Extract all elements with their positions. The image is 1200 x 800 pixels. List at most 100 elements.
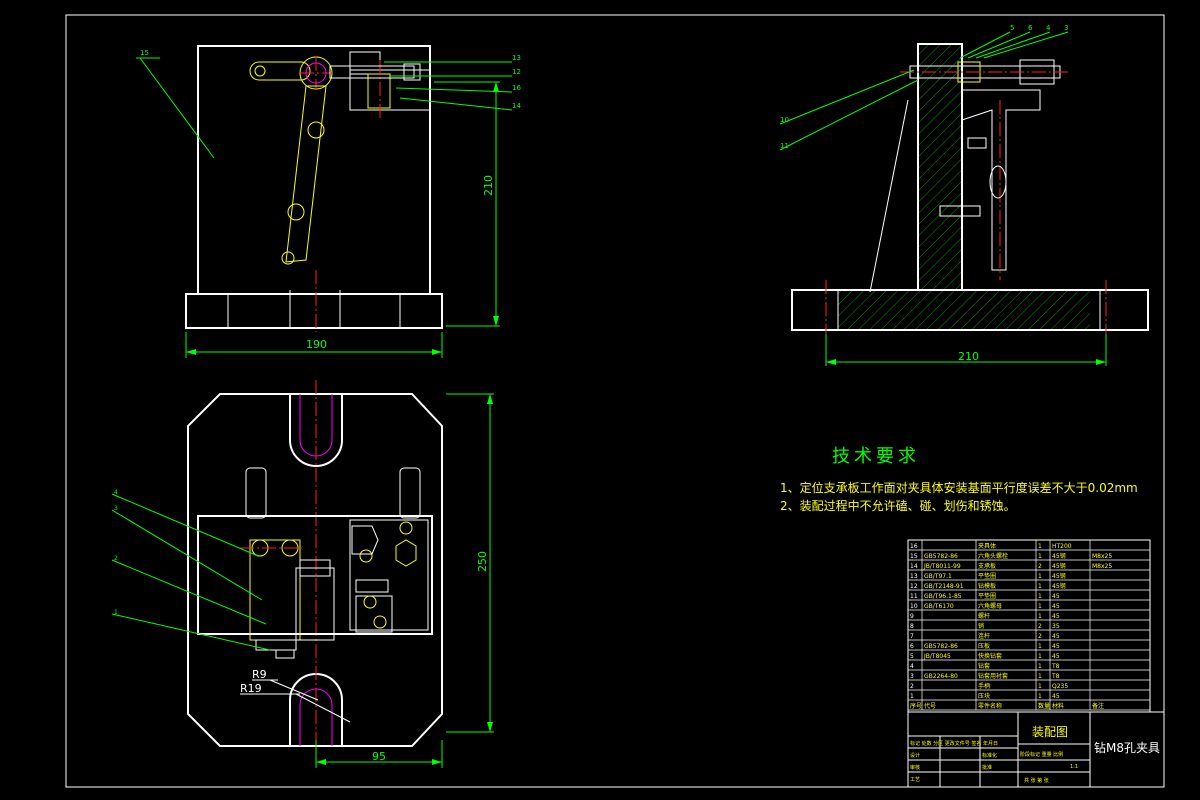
bom-header-note: 备注 — [1092, 702, 1104, 710]
balloon-top-3: 3 — [114, 505, 118, 512]
bom-cell-name: 支承板 — [978, 562, 996, 570]
bom-cell-qty: 1 — [1038, 693, 1042, 700]
radius-r9-label: R9 — [252, 668, 267, 681]
top-body-outline — [187, 393, 443, 747]
tech-requirements: 技术要求 1、定位支承板工作面对夹具体安装基面平行度误差不大于0.02mm 2、… — [780, 446, 1138, 513]
bom-cell-no: 2 — [910, 683, 914, 690]
link-arm — [285, 85, 327, 263]
drawing-type: 装配图 — [1032, 725, 1068, 739]
bom-cell-name: 钻模板 — [978, 582, 996, 590]
dim-top-height: 250 — [476, 551, 489, 572]
bom-cell-qty: 2 — [1038, 633, 1042, 640]
bom-cell-no: 6 — [910, 643, 914, 650]
bom-cell-mat: Q235 — [1052, 683, 1068, 690]
bom-cell-no: 13 — [910, 573, 918, 580]
bom-cell-qty: 1 — [1038, 653, 1042, 660]
sign-row: 标记 处数 分区 更改文件号 签名 年月日 — [910, 740, 998, 747]
bom-cell-name: 钻套 — [978, 662, 990, 670]
bom-cell-no: 10 — [910, 603, 918, 610]
bom-cell-mat: 45 — [1052, 603, 1060, 610]
bom-cell-qty: 1 — [1038, 603, 1042, 610]
stage-label: 阶段标记 重量 比例 — [1020, 751, 1063, 758]
bom-cell-code: GB5782-86 — [924, 553, 958, 560]
side-view: 5 6 4 3 10 11 210 — [779, 24, 1149, 366]
bom-cell-no: 5 — [910, 653, 914, 660]
tech-req-item-1: 1、定位支承板工作面对夹具体安装基面平行度误差不大于0.02mm — [780, 480, 1138, 495]
bom-cell-code: GB2264-80 — [924, 673, 958, 680]
bom-cell-mat: T8 — [1051, 663, 1060, 670]
bom-cell-mat: 45钢 — [1052, 582, 1066, 590]
sheets-label: 共 张 第 张 — [1024, 777, 1049, 784]
balloon-front-12: 12 — [512, 68, 521, 76]
tech-req-title: 技术要求 — [832, 446, 920, 467]
bom-cell-name: 连杆 — [978, 632, 990, 640]
top-clamp-plate — [197, 515, 433, 635]
bom-cell-code: JB/T8011-99 — [923, 563, 961, 570]
bom-cell-no: 1 — [910, 693, 914, 700]
bom-cell-name: 销 — [978, 622, 984, 630]
balloon-front-14: 14 — [512, 102, 521, 110]
radius-r19-label: R19 — [240, 682, 262, 695]
bom-cell-note: M8x25 — [1092, 553, 1112, 560]
bom-cell-qty: 1 — [1038, 613, 1042, 620]
bom-cell-qty: 1 — [1038, 643, 1042, 650]
balloon-side-11: 11 — [780, 142, 789, 150]
bom-header-mat: 材料 — [1052, 702, 1064, 710]
balloon-top-4: 4 — [114, 489, 118, 496]
balloon-front-13: 13 — [512, 54, 521, 62]
bom-cell-code: GB5782-86 — [924, 643, 958, 650]
bom-cell-mat: 45钢 — [1052, 572, 1066, 580]
bom-cell-name: 螺杆 — [978, 612, 990, 620]
bom-header-code: 代号 — [924, 702, 936, 710]
balloon-front-15: 15 — [140, 49, 149, 57]
bom-cell-no: 12 — [910, 583, 918, 590]
bom-cell-mat: HT200 — [1052, 543, 1072, 550]
bom-header-no: 序号 — [910, 702, 922, 710]
bom-cell-mat: 45钢 — [1052, 552, 1066, 560]
bom-cell-qty: 1 — [1038, 553, 1042, 560]
bom-cell-qty: 1 — [1038, 583, 1042, 590]
bom-cell-qty: 1 — [1038, 593, 1042, 600]
process-label: 工艺 — [910, 777, 920, 783]
bom-cell-mat: 45 — [1052, 693, 1060, 700]
bom-cell-no: 9 — [910, 613, 914, 620]
bom-cell-no: 11 — [910, 593, 918, 600]
title-block: 装配图 钻M8孔夹具 标记 处数 分区 更改文件号 签名 年月日 设计 审核 工… — [907, 711, 1165, 788]
bom-cell-qty: 1 — [1038, 573, 1042, 580]
bom-cell-name: 手柄 — [978, 682, 990, 690]
bom-cell-code: GB/T97.1 — [924, 573, 952, 580]
side-base — [791, 289, 1149, 331]
bom-cell-qty: 2 — [1038, 563, 1042, 570]
bom-cell-note: M8x25 — [1092, 563, 1112, 570]
screw-rod-front — [329, 65, 415, 79]
dim-front-height: 210 — [482, 175, 495, 196]
front-view — [185, 45, 443, 332]
bom-cell-name: 夹具体 — [978, 542, 996, 550]
bom-cell-mat: 35 — [1052, 623, 1060, 630]
bom-cell-qty: 1 — [1038, 683, 1042, 690]
bom-cell-name: 平垫圈 — [978, 572, 996, 580]
side-upright — [917, 43, 963, 290]
bom-cell-mat: 45 — [1052, 613, 1060, 620]
std-label: 标准化 — [982, 752, 997, 759]
balloon-side-6: 6 — [1028, 24, 1033, 32]
bom-cell-mat: 45 — [1052, 633, 1060, 640]
bom-cell-qty: 1 — [1038, 663, 1042, 670]
top-view — [187, 380, 443, 760]
bom-cell-no: 3 — [910, 673, 914, 680]
bom-cell-no: 8 — [910, 623, 914, 630]
bom-cell-code: GB/T2148-91 — [924, 583, 964, 590]
front-base — [185, 293, 443, 329]
drill-plate-front — [349, 69, 431, 111]
bom-cell-code: JB/T8045 — [923, 653, 951, 660]
bom-cell-name: 六角头螺栓 — [978, 552, 1008, 560]
bom-cell-qty: 2 — [1038, 623, 1042, 630]
handle — [249, 61, 311, 81]
bom-cell-no: 16 — [910, 543, 918, 550]
dim-side-width: 210 — [958, 350, 979, 363]
bom-cell-no: 15 — [910, 553, 918, 560]
top-dims: 250 95 R9 R19 4 3 2 1 — [111, 393, 494, 768]
bom-cell-qty: 1 — [1038, 673, 1042, 680]
